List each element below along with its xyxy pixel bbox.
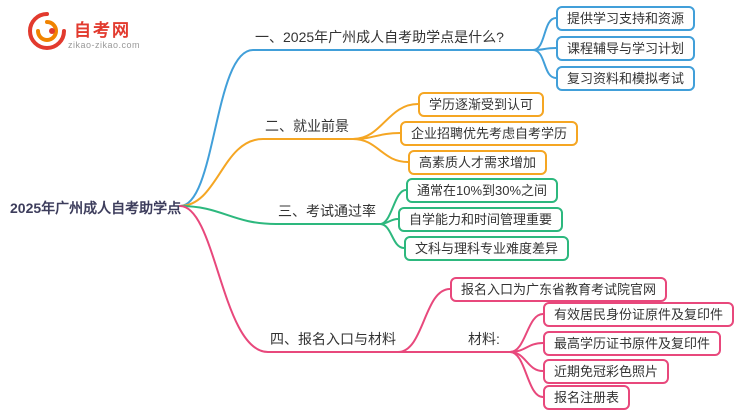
- branch-3-child-2: 自学能力和时间管理重要: [398, 207, 564, 232]
- site-logo: 自考网 zikao-zikao.com: [22, 8, 172, 64]
- branch-3-label: 三、考试通过率: [276, 202, 380, 225]
- branch-1-child-1: 提供学习支持和资源: [556, 6, 696, 31]
- branch-1-child-2: 课程辅导与学习计划: [556, 36, 696, 61]
- branch-4-child-1: 报名入口为广东省教育考试院官网: [450, 277, 668, 302]
- logo-icon: [26, 10, 68, 57]
- branch-4-material-1: 有效居民身份证原件及复印件: [543, 302, 735, 327]
- branch-4-material-2: 最高学历证书原件及复印件: [543, 331, 722, 356]
- logo-brand-text: 自考网: [74, 21, 131, 40]
- branch-3-child-1: 通常在10%到30%之间: [406, 178, 559, 203]
- branch-2-label: 二、就业前景: [263, 117, 353, 140]
- branch-4-sub-label: 材料:: [466, 330, 510, 353]
- branch-2-child-3: 高素质人才需求增加: [408, 150, 548, 175]
- branch-3-child-3: 文科与理科专业难度差异: [404, 236, 570, 261]
- branch-4-label: 四、报名入口与材料: [268, 330, 398, 353]
- branch-4-material-3: 近期免冠彩色照片: [543, 359, 670, 384]
- branch-1-child-3: 复习资料和模拟考试: [556, 66, 696, 91]
- logo-domain-text: zikao-zikao.com: [68, 40, 141, 50]
- branch-4-material-4: 报名注册表: [543, 385, 631, 410]
- branch-1-label: 一、2025年广州成人自考助学点是什么?: [253, 28, 533, 51]
- root-node: 2025年广州成人自考助学点: [10, 200, 182, 216]
- branch-2-child-2: 企业招聘优先考虑自考学历: [400, 121, 579, 146]
- branch-2-child-1: 学历逐渐受到认可: [418, 92, 545, 117]
